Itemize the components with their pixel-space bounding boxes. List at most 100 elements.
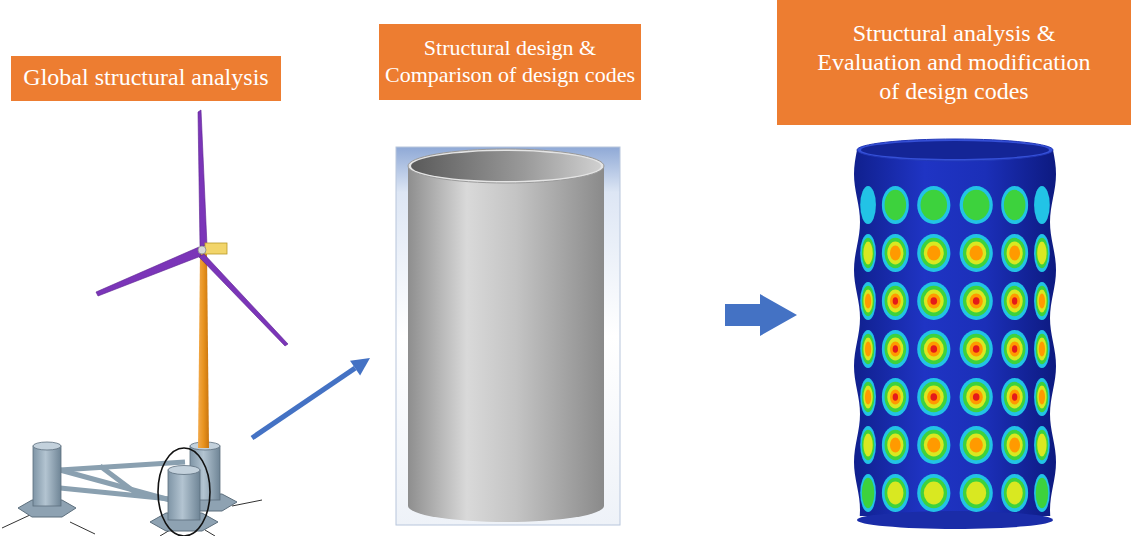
buckling-contour: [973, 297, 980, 305]
stage-heading: Structural analysis & Evaluation and mod…: [809, 19, 1099, 107]
cylinder-rim: [408, 149, 604, 183]
buckling-contour: [1039, 341, 1045, 356]
buckling-contour: [924, 290, 944, 313]
buckling-contour: [1001, 186, 1028, 224]
stage-heading-box: Global structural analysis: [11, 56, 281, 101]
buckling-contour: [924, 482, 944, 505]
buckling-contour: [1001, 378, 1028, 416]
buckling-contour: [963, 286, 990, 316]
buckling-contour: [1009, 341, 1020, 356]
buckling-contour: [970, 389, 983, 404]
buckling-contour: [1036, 478, 1049, 508]
buckling-contour: [865, 293, 871, 308]
nacelle: [205, 243, 227, 254]
buckling-contour: [882, 186, 909, 224]
buckling-contour: [885, 286, 907, 316]
buckling-contour: [1001, 474, 1028, 512]
mooring-line: [70, 522, 95, 534]
stage-heading-box: Structural design & Comparison of design…: [379, 24, 641, 100]
buckling-contour: [973, 345, 980, 353]
buckling-contour: [970, 293, 983, 308]
buckling-contour: [970, 245, 983, 260]
buckling-contour: [860, 234, 876, 272]
buckling-contour: [1001, 234, 1028, 272]
blade: [199, 254, 288, 346]
buckling-contour: [970, 341, 983, 356]
buckling-contour: [1037, 386, 1046, 409]
buckling-contour: [921, 238, 948, 268]
buckling-contour: [921, 334, 948, 364]
buckling-contour: [862, 286, 875, 316]
buckling-contour: [882, 234, 909, 272]
mooring-line: [205, 530, 215, 536]
buckling-contour: [930, 345, 937, 353]
cylinder-top: [857, 139, 1053, 161]
buckling-contour: [860, 378, 876, 416]
buckling-contour: [917, 282, 950, 320]
cylinder-inside: [861, 141, 1049, 159]
buckling-contour: [893, 297, 898, 305]
blade: [96, 247, 201, 296]
brace: [100, 466, 140, 496]
buckling-contour: [924, 242, 944, 265]
buckling-contour: [960, 474, 993, 512]
stage-heading: Structural design & Comparison of design…: [385, 35, 635, 89]
buckling-contour: [862, 382, 875, 412]
buckling-contour: [887, 338, 903, 361]
buckling-contour: [860, 330, 876, 368]
buckling-contour: [966, 290, 986, 313]
buckling-contour: [960, 378, 993, 416]
buckling-contour: [1004, 286, 1026, 316]
buckling-contour: [1001, 330, 1028, 368]
column-top: [168, 466, 200, 475]
buckling-contour: [885, 238, 907, 268]
buckling-contour: [885, 478, 907, 508]
brace: [60, 462, 185, 470]
column-top: [33, 442, 61, 450]
buckling-contour: [890, 437, 901, 452]
buckling-contour: [1009, 293, 1020, 308]
buckling-contour: [960, 330, 993, 368]
block-arrow: [725, 294, 797, 336]
buckling-contour: [887, 386, 903, 409]
buckling-contour: [1034, 282, 1050, 320]
buckling-contour: [970, 437, 983, 452]
column: [33, 446, 61, 506]
blade: [198, 110, 207, 246]
buckling-contour: [887, 434, 903, 457]
buckling-contour: [860, 282, 876, 320]
buckling-contour: [963, 478, 990, 508]
buckling-contour: [887, 290, 903, 313]
buckling-contour: [882, 474, 909, 512]
buckling-contour: [921, 286, 948, 316]
buckling-contour: [966, 386, 986, 409]
buckling-contour: [966, 242, 986, 265]
buckled-cylinder: [854, 139, 1056, 529]
buckling-contour: [1004, 334, 1026, 364]
buckling-contour: [917, 186, 950, 224]
buckling-contour: [885, 430, 907, 460]
buckling-contour: [893, 393, 898, 401]
buckling-contour: [960, 426, 993, 464]
buckling-contour: [1001, 426, 1028, 464]
buckling-contour: [927, 437, 940, 452]
buckling-contour: [882, 426, 909, 464]
buckling-contour: [890, 293, 901, 308]
buckling-contour: [924, 386, 944, 409]
buckling-contour: [1009, 437, 1020, 452]
flow-arrow: [252, 358, 370, 438]
buckling-contour: [1004, 478, 1026, 508]
highlight-ellipse: [158, 448, 210, 536]
stage-heading-box: Structural analysis & Evaluation and mod…: [777, 0, 1131, 125]
buckling-contour: [882, 282, 909, 320]
buckling-contour: [885, 382, 907, 412]
buckling-contour: [1037, 434, 1046, 457]
buckling-contour: [865, 389, 871, 404]
buckling-contour: [963, 334, 990, 364]
column: [168, 470, 200, 520]
buckling-contour: [862, 478, 875, 508]
buckling-contour: [1012, 297, 1017, 305]
buckling-contour: [960, 234, 993, 272]
buckling-contour: [1007, 290, 1023, 313]
